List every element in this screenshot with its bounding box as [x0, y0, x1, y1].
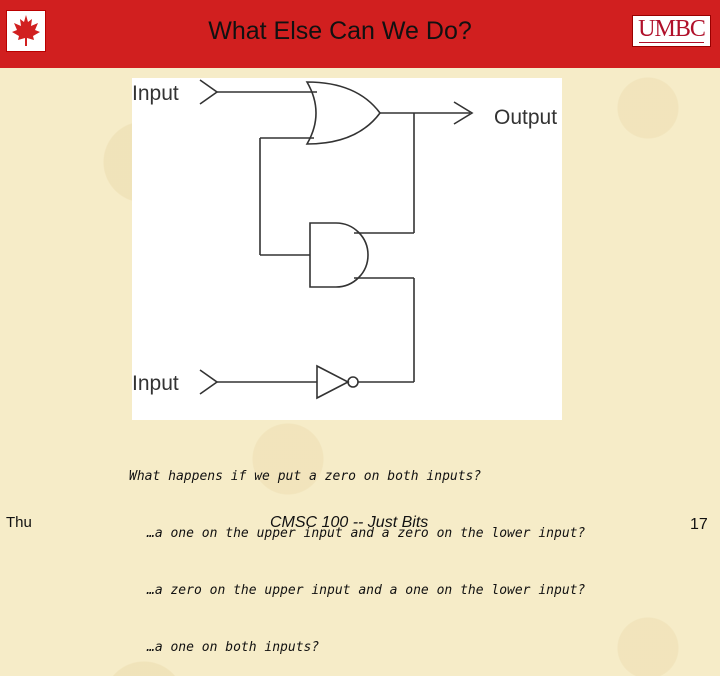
- not-gate-bubble: [347, 376, 359, 388]
- umbc-logo: UMBC: [632, 15, 711, 47]
- and-gate: [309, 222, 369, 288]
- output-arrow: [453, 101, 474, 125]
- slide-number: 17: [690, 516, 708, 533]
- slide-header: What Else Can We Do? UMBC: [0, 0, 720, 68]
- or-gate: [305, 81, 381, 145]
- circuit-svg: Input Output Input: [132, 79, 557, 400]
- output-label: Output: [494, 106, 557, 129]
- not-gate: [316, 364, 350, 400]
- logo-underline: [639, 42, 704, 43]
- maple-leaf-logo: [6, 10, 46, 52]
- bottom-input-label: Input: [132, 372, 179, 395]
- slide-title: What Else Can We Do?: [208, 17, 472, 45]
- question-item: …a one on both inputs?: [147, 640, 320, 655]
- umbc-logo-text: UMBC: [638, 16, 706, 42]
- question-item: …a one on the upper input and a zero on …: [147, 526, 586, 541]
- question-main: What happens if we put a zero on both in…: [129, 469, 482, 484]
- question-list: What happens if we put a zero on both in…: [129, 429, 709, 676]
- bottom-input-chevron: [199, 369, 219, 395]
- logic-circuit-diagram: Input Output Input: [132, 78, 562, 420]
- footer-course: CMSC 100 -- Just Bits: [270, 514, 429, 531]
- footer-date: Thu: [6, 514, 32, 531]
- top-input-chevron: [199, 79, 219, 105]
- top-input-label: Input: [132, 82, 179, 105]
- question-item: …a zero on the upper input and a one on …: [147, 583, 586, 598]
- maple-leaf-icon: [12, 15, 40, 46]
